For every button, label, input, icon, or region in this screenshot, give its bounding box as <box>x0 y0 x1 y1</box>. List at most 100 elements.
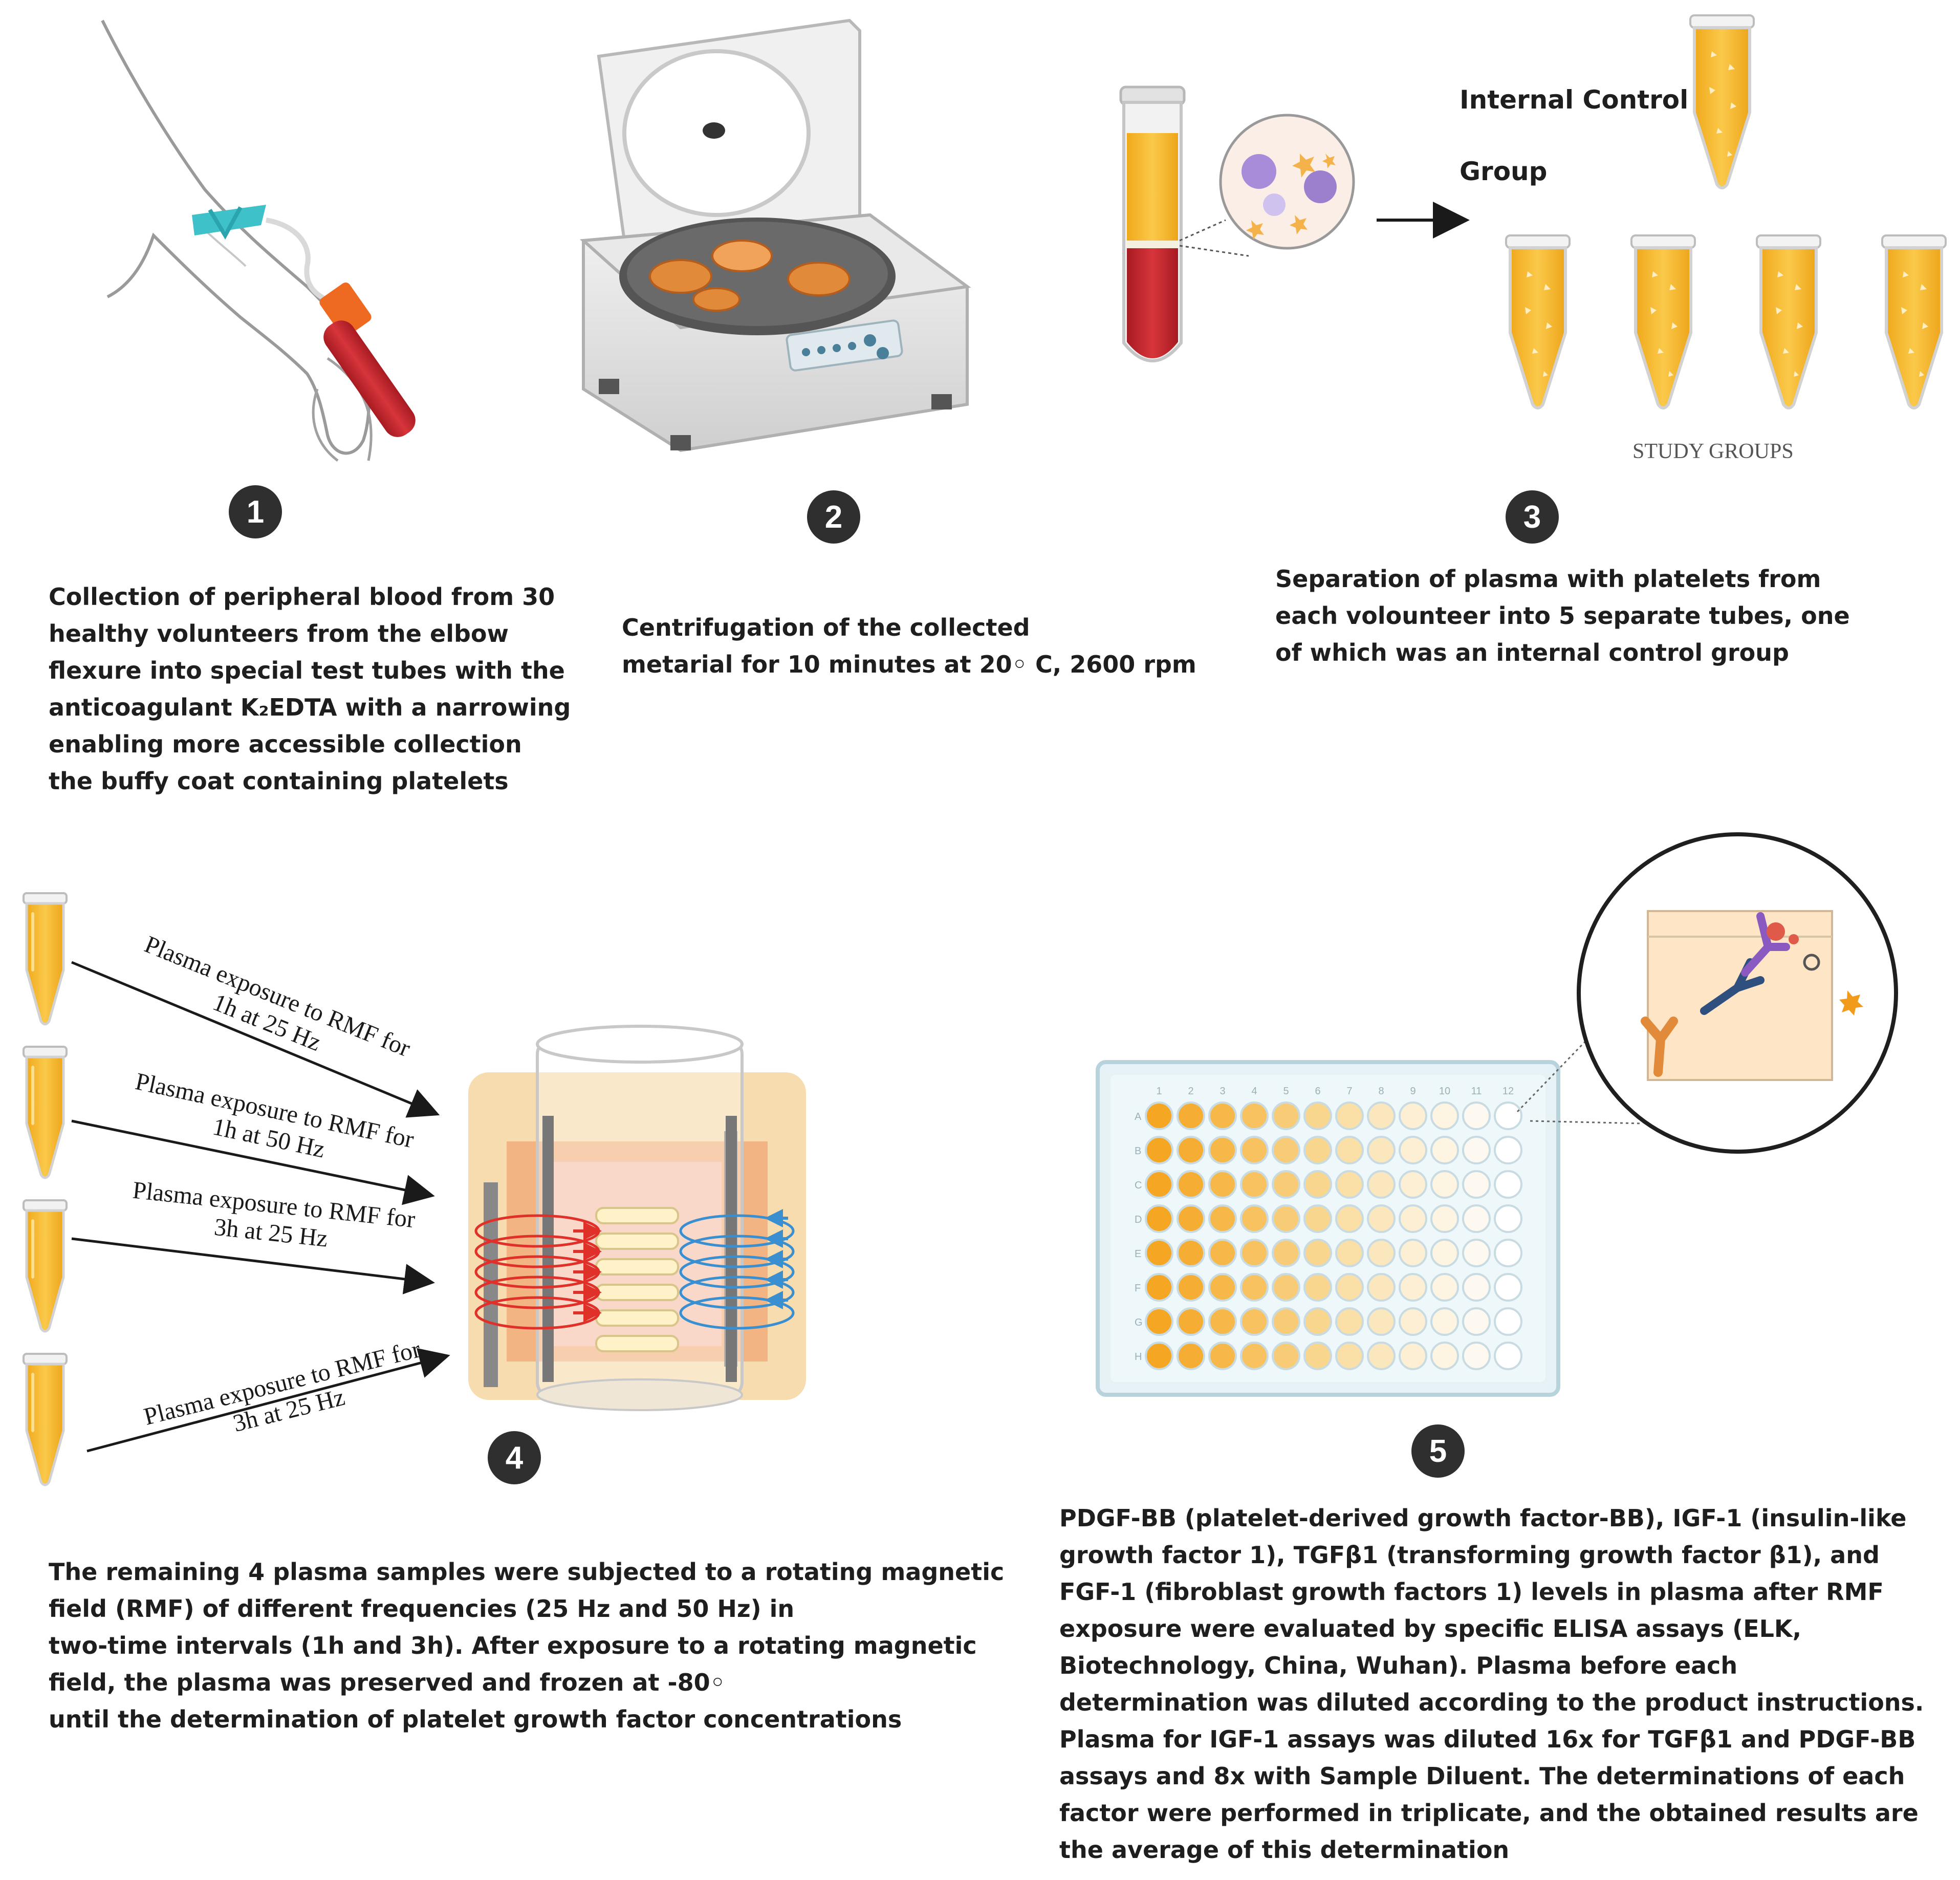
rmf-exposure-illustration <box>24 893 806 1485</box>
internal-control-label: Internal Control Group <box>1460 46 1688 225</box>
plate-well <box>1177 1136 1205 1164</box>
plate-well <box>1303 1136 1332 1164</box>
plate-well <box>1335 1136 1364 1164</box>
plate-well <box>1430 1307 1459 1336</box>
plate-well <box>1462 1204 1491 1233</box>
plate-well <box>1240 1204 1269 1233</box>
plate-well <box>1367 1101 1396 1130</box>
plate-well <box>1430 1342 1459 1370</box>
arm-blood-draw-illustration <box>101 19 416 462</box>
plate-well <box>1240 1342 1269 1370</box>
plate-row-label: C <box>1135 1180 1142 1191</box>
plate-well <box>1208 1307 1237 1336</box>
plate-well <box>1430 1204 1459 1233</box>
plate-well <box>1240 1307 1269 1336</box>
plate-well <box>1367 1307 1396 1336</box>
plate-well <box>1272 1204 1300 1233</box>
elisa-plate-wells <box>1145 1101 1522 1370</box>
step-badge-1: 1 <box>229 485 282 538</box>
plate-column-label: 12 <box>1502 1086 1514 1097</box>
plate-well <box>1494 1136 1522 1164</box>
plate-well <box>1367 1342 1396 1370</box>
plate-column-label: 7 <box>1346 1086 1352 1097</box>
plate-well <box>1462 1307 1491 1336</box>
step-4-caption: The remaining 4 plasma samples were subj… <box>49 1558 1005 1733</box>
plate-well <box>1494 1204 1522 1233</box>
plate-well <box>1367 1136 1396 1164</box>
plate-well <box>1335 1101 1364 1130</box>
step-badge-5: 5 <box>1411 1424 1465 1478</box>
plate-column-label: 8 <box>1378 1086 1384 1097</box>
plate-well <box>1399 1273 1427 1302</box>
plate-well <box>1303 1170 1332 1199</box>
plate-well <box>1177 1239 1205 1267</box>
plate-well <box>1462 1101 1491 1130</box>
plate-row-label: D <box>1135 1214 1142 1225</box>
plate-column-label: 2 <box>1188 1086 1193 1097</box>
step-badge-4: 4 <box>488 1431 541 1484</box>
plate-well <box>1240 1170 1269 1199</box>
internal-control-label-line1: Internal Control <box>1460 85 1689 115</box>
plate-well <box>1240 1101 1269 1130</box>
plate-well <box>1335 1273 1364 1302</box>
plate-well <box>1462 1136 1491 1164</box>
plate-row-label: E <box>1135 1248 1141 1260</box>
plate-well <box>1208 1101 1237 1130</box>
plate-well <box>1240 1239 1269 1267</box>
plate-well <box>1399 1136 1427 1164</box>
plate-well <box>1303 1307 1332 1336</box>
plate-column-label: 1 <box>1156 1086 1162 1097</box>
plate-well <box>1272 1239 1300 1267</box>
plate-well <box>1272 1136 1300 1164</box>
plate-well <box>1303 1342 1332 1370</box>
plate-well <box>1272 1273 1300 1302</box>
plate-well <box>1367 1204 1396 1233</box>
plate-well <box>1145 1204 1173 1233</box>
step-5-caption: PDGF-BB (platelet-derived growth factor-… <box>1059 1504 1924 1864</box>
plate-well <box>1335 1204 1364 1233</box>
plate-well <box>1494 1170 1522 1199</box>
centrifuge-illustration <box>579 18 971 452</box>
plate-well <box>1399 1307 1427 1336</box>
plate-well <box>1208 1136 1237 1164</box>
plate-well <box>1208 1342 1237 1370</box>
plate-row-label: A <box>1135 1111 1142 1122</box>
plate-well <box>1367 1170 1396 1199</box>
plate-well <box>1177 1170 1205 1199</box>
plate-well <box>1367 1239 1396 1267</box>
plate-column-label: 11 <box>1471 1086 1482 1097</box>
plate-well <box>1335 1342 1364 1370</box>
plate-well <box>1367 1273 1396 1302</box>
plate-well <box>1399 1239 1427 1267</box>
plate-column-label: 3 <box>1219 1086 1225 1097</box>
plate-well <box>1208 1170 1237 1199</box>
plate-well <box>1462 1239 1491 1267</box>
plate-well <box>1430 1136 1459 1164</box>
plate-well <box>1430 1101 1459 1130</box>
plate-well <box>1303 1204 1332 1233</box>
plate-well <box>1272 1170 1300 1199</box>
plate-well <box>1494 1342 1522 1370</box>
plate-well <box>1145 1307 1173 1336</box>
plate-well <box>1272 1342 1300 1370</box>
plate-well <box>1335 1307 1364 1336</box>
plate-column-label: 9 <box>1410 1086 1415 1097</box>
plate-well <box>1145 1273 1173 1302</box>
plate-well <box>1430 1170 1459 1199</box>
plate-column-label: 10 <box>1439 1086 1450 1097</box>
blood-separation-illustration <box>1119 15 1946 408</box>
plate-well <box>1494 1239 1522 1267</box>
step-3-caption: Separation of plasma with platelets from… <box>1275 565 1850 666</box>
plate-well <box>1272 1101 1300 1130</box>
plate-well <box>1145 1170 1173 1199</box>
plate-well <box>1177 1307 1205 1336</box>
step-2-caption: Centrifugation of the collected metarial… <box>622 614 1196 678</box>
plate-well <box>1399 1170 1427 1199</box>
plate-well <box>1177 1101 1205 1130</box>
plate-well <box>1303 1101 1332 1130</box>
plate-well <box>1145 1101 1173 1130</box>
plate-column-label: 5 <box>1283 1086 1289 1097</box>
plate-well <box>1399 1342 1427 1370</box>
